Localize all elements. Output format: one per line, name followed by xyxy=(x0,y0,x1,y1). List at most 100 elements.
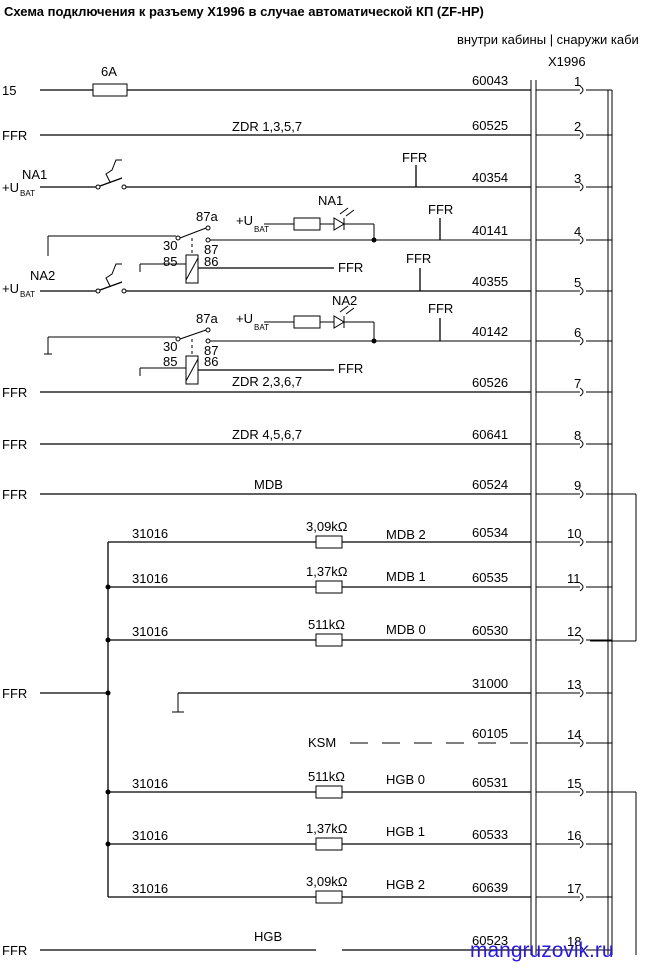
ffr-label: FFR xyxy=(338,361,363,376)
relay1-86: 86 xyxy=(204,254,218,269)
ffr-label: FFR xyxy=(338,260,363,275)
mdb0-label: MDB 0 xyxy=(386,622,426,637)
na2-label: NA2 xyxy=(30,268,55,283)
connector-row-8: FFR 60641 8 xyxy=(2,427,612,452)
pin-number: 13 xyxy=(567,677,581,692)
ground-31000 xyxy=(172,693,184,713)
inside-outside-header: внутри кабины | снаружи каби xyxy=(457,32,639,47)
wire-code: 60535 xyxy=(472,570,508,585)
wire-code: 60531 xyxy=(472,775,508,790)
connector-row-13: 31000 13 xyxy=(178,676,612,698)
net-31016: 31016 xyxy=(132,571,168,586)
wire-code: 60530 xyxy=(472,623,508,638)
connector-label: X1996 xyxy=(548,54,586,69)
relay2-87a: 87a xyxy=(196,311,218,326)
connector-row-6: 40142 6 xyxy=(472,324,612,346)
connector-row-3: 40354 3 xyxy=(472,170,612,192)
na1-label: NA1 xyxy=(22,167,47,182)
relay-1 xyxy=(47,207,531,284)
resistor-value: 511kΩ xyxy=(308,617,345,632)
wire-code: 40142 xyxy=(472,324,508,339)
row-left-label: FFR xyxy=(2,128,27,143)
hgb2-label: HGB 2 xyxy=(386,877,425,892)
pin-number: 12 xyxy=(567,624,581,639)
wire-code: 60043 xyxy=(472,73,508,88)
row-left-label: FFR xyxy=(2,385,27,400)
pin-number: 3 xyxy=(574,171,581,186)
na1-led-label: NA1 xyxy=(318,193,343,208)
mdb2-label: MDB 2 xyxy=(386,527,426,542)
zdr-2367-label: ZDR 2,3,6,7 xyxy=(232,374,302,389)
pin-number: 14 xyxy=(567,727,581,742)
pin-loops xyxy=(590,493,637,955)
wire-code: 60525 xyxy=(472,118,508,133)
ksm-label: KSM xyxy=(308,735,336,750)
wire-code: 60526 xyxy=(472,375,508,390)
pin-number: 6 xyxy=(574,325,581,340)
pin-number: 10 xyxy=(567,526,581,541)
pin-number: 15 xyxy=(567,776,581,791)
pin-number: 11 xyxy=(567,571,581,586)
zdr-4567-label: ZDR 4,5,6,7 xyxy=(232,427,302,442)
wire-code: 60641 xyxy=(472,427,508,442)
hgb0-label: HGB 0 xyxy=(386,772,425,787)
resistor-value: 511kΩ xyxy=(308,769,345,784)
resistor-value: 1,37kΩ xyxy=(306,821,348,836)
connector-row-9: FFR 60524 9 xyxy=(2,477,612,502)
wire-code: 40354 xyxy=(472,170,508,185)
pin-number: 8 xyxy=(574,428,581,443)
fuse-label: 6A xyxy=(101,64,117,79)
ffr-label: FFR xyxy=(428,301,453,316)
relay1-30: 30 xyxy=(163,238,177,253)
ffr-label: FFR xyxy=(402,150,427,165)
net-31016: 31016 xyxy=(132,881,168,896)
pin-number: 18 xyxy=(567,934,581,949)
resistor-value: 3,09kΩ xyxy=(306,874,348,889)
connector-row-7: FFR 60526 7 xyxy=(2,375,612,400)
ffr-label: FFR xyxy=(406,251,431,266)
relay1-87: 87 xyxy=(204,242,218,257)
connector-row-11: 60535 11 xyxy=(108,570,612,592)
pin-number: 7 xyxy=(574,376,581,391)
wire-code: 40141 xyxy=(472,223,508,238)
net-31016: 31016 xyxy=(132,828,168,843)
bat-subscript: BAT xyxy=(20,189,35,198)
diagram-title: Схема подключения к разъему X1996 в случ… xyxy=(4,4,484,19)
net-31016: 31016 xyxy=(132,526,168,541)
relay1-85: 85 xyxy=(163,254,177,269)
mdb1-label: MDB 1 xyxy=(386,569,426,584)
hgb1-label: HGB 1 xyxy=(386,824,425,839)
resistors xyxy=(315,535,343,904)
bat-subscript: BAT xyxy=(254,225,269,234)
row-left-label: FFR xyxy=(2,487,27,502)
na2-led-label: NA2 xyxy=(332,293,357,308)
connector-boundary xyxy=(530,80,613,955)
connector-row-12: 60530 12 xyxy=(108,623,612,645)
pin-number: 2 xyxy=(574,119,581,134)
fuse-6a: 6A xyxy=(92,64,128,97)
wire-code: 60524 xyxy=(472,477,508,492)
pin-number: 17 xyxy=(567,881,581,896)
pin-number: 9 xyxy=(574,478,581,493)
wire-code: 31000 xyxy=(472,676,508,691)
row-left-label: FFR xyxy=(2,943,27,958)
ffr-bus xyxy=(40,542,111,897)
relay1-87a: 87a xyxy=(196,209,218,224)
connector-row-15: 60531 15 xyxy=(108,775,612,797)
pin-number: 1 xyxy=(574,74,581,89)
zdr-1357-label: ZDR 1,3,5,7 xyxy=(232,119,302,134)
row-left-label: FFR xyxy=(2,437,27,452)
ffr-label: FFR xyxy=(428,202,453,217)
resistor-value: 3,09kΩ xyxy=(306,519,348,534)
mdb-label: MDB xyxy=(254,477,283,492)
